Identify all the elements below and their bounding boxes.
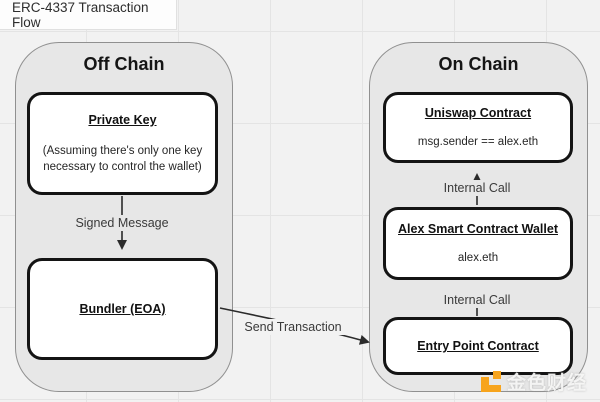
private-key-node-title: Private Key: [88, 112, 157, 127]
send-transaction-edge-label: Send Transaction: [239, 319, 347, 335]
entry-point-contract-node-title: Entry Point Contract: [417, 338, 539, 353]
internal-call-upper-edge-label: Internal Call: [438, 180, 516, 196]
private-key-node: Private Key (Assuming there's only one k…: [27, 92, 218, 195]
bundler-node: Bundler (EOA): [27, 258, 218, 360]
bundler-node-title: Bundler (EOA): [79, 301, 166, 316]
smart-contract-wallet-node: Alex Smart Contract Wallet alex.eth: [383, 207, 573, 280]
off-chain-group-title: Off Chain: [83, 54, 165, 74]
smart-contract-wallet-node-title: Alex Smart Contract Wallet: [398, 221, 558, 236]
uniswap-contract-node-title: Uniswap Contract: [424, 105, 532, 120]
diagram-title: ERC-4337 Transaction Flow: [12, 0, 149, 30]
signed-message-edge-label: Signed Message: [70, 215, 174, 231]
watermark: 金色财经: [480, 368, 587, 395]
jinse-finance-logo-icon: [481, 370, 501, 392]
internal-call-lower-edge-label: Internal Call: [438, 292, 516, 308]
uniswap-contract-node: Uniswap Contract msg.sender == alex.eth: [383, 92, 573, 163]
smart-contract-wallet-node-subtitle: alex.eth: [457, 252, 499, 265]
private-key-node-subtitle: (Assuming there's only one key necessary…: [42, 145, 203, 174]
watermark-text: 金色财经: [507, 373, 588, 394]
diagram-title-tab: ERC-4337 Transaction Flow: [0, 0, 177, 30]
uniswap-contract-node-subtitle: msg.sender == alex.eth: [417, 136, 539, 149]
entry-point-contract-node: Entry Point Contract: [383, 317, 573, 375]
on-chain-group-title: On Chain: [438, 54, 519, 74]
